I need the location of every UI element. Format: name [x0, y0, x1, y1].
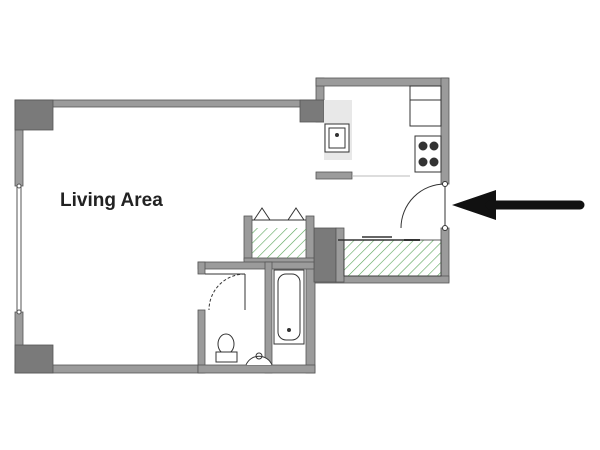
- entry-arrow-icon: [452, 190, 585, 220]
- kitchen-cabinet: [409, 85, 442, 127]
- pillar-bottom-left: [14, 344, 54, 374]
- wall-bath-left-lower: [197, 309, 206, 374]
- wall-small-closet-right: [305, 215, 315, 261]
- small-closet: [252, 207, 306, 258]
- wall-living-top: [14, 99, 321, 108]
- wall-closet-left: [313, 227, 337, 283]
- kitchen-sink-icon: [324, 123, 350, 153]
- bathtub-icon: [273, 269, 305, 345]
- bath-sink-icon: [245, 352, 273, 366]
- pillar-top-left: [14, 99, 54, 131]
- wall-bath-left-upper: [197, 261, 206, 275]
- hall-closet: [338, 236, 442, 277]
- stove-icon: [414, 135, 442, 173]
- living-window: [16, 183, 22, 315]
- wall-small-closet-left: [243, 215, 253, 261]
- bathroom: [205, 269, 305, 366]
- entry-door: [400, 181, 448, 231]
- living-area-label: Living Area: [60, 190, 163, 211]
- wall-entry-closet-top: [335, 227, 345, 283]
- wall-kitchen-bottom: [315, 171, 353, 180]
- wall-kitchen-right: [440, 77, 450, 185]
- wall-bath-bottom: [197, 364, 316, 374]
- kitchen: [324, 85, 442, 177]
- toilet-icon: [215, 333, 238, 363]
- wall-entry-right: [440, 227, 450, 283]
- wall-bath-inner: [264, 261, 273, 374]
- wall-kitchen-top: [315, 77, 449, 87]
- pillar-kitchen: [299, 99, 325, 123]
- wall-bath-top: [197, 261, 315, 270]
- walls: [14, 77, 450, 374]
- bathroom-door: [205, 273, 246, 311]
